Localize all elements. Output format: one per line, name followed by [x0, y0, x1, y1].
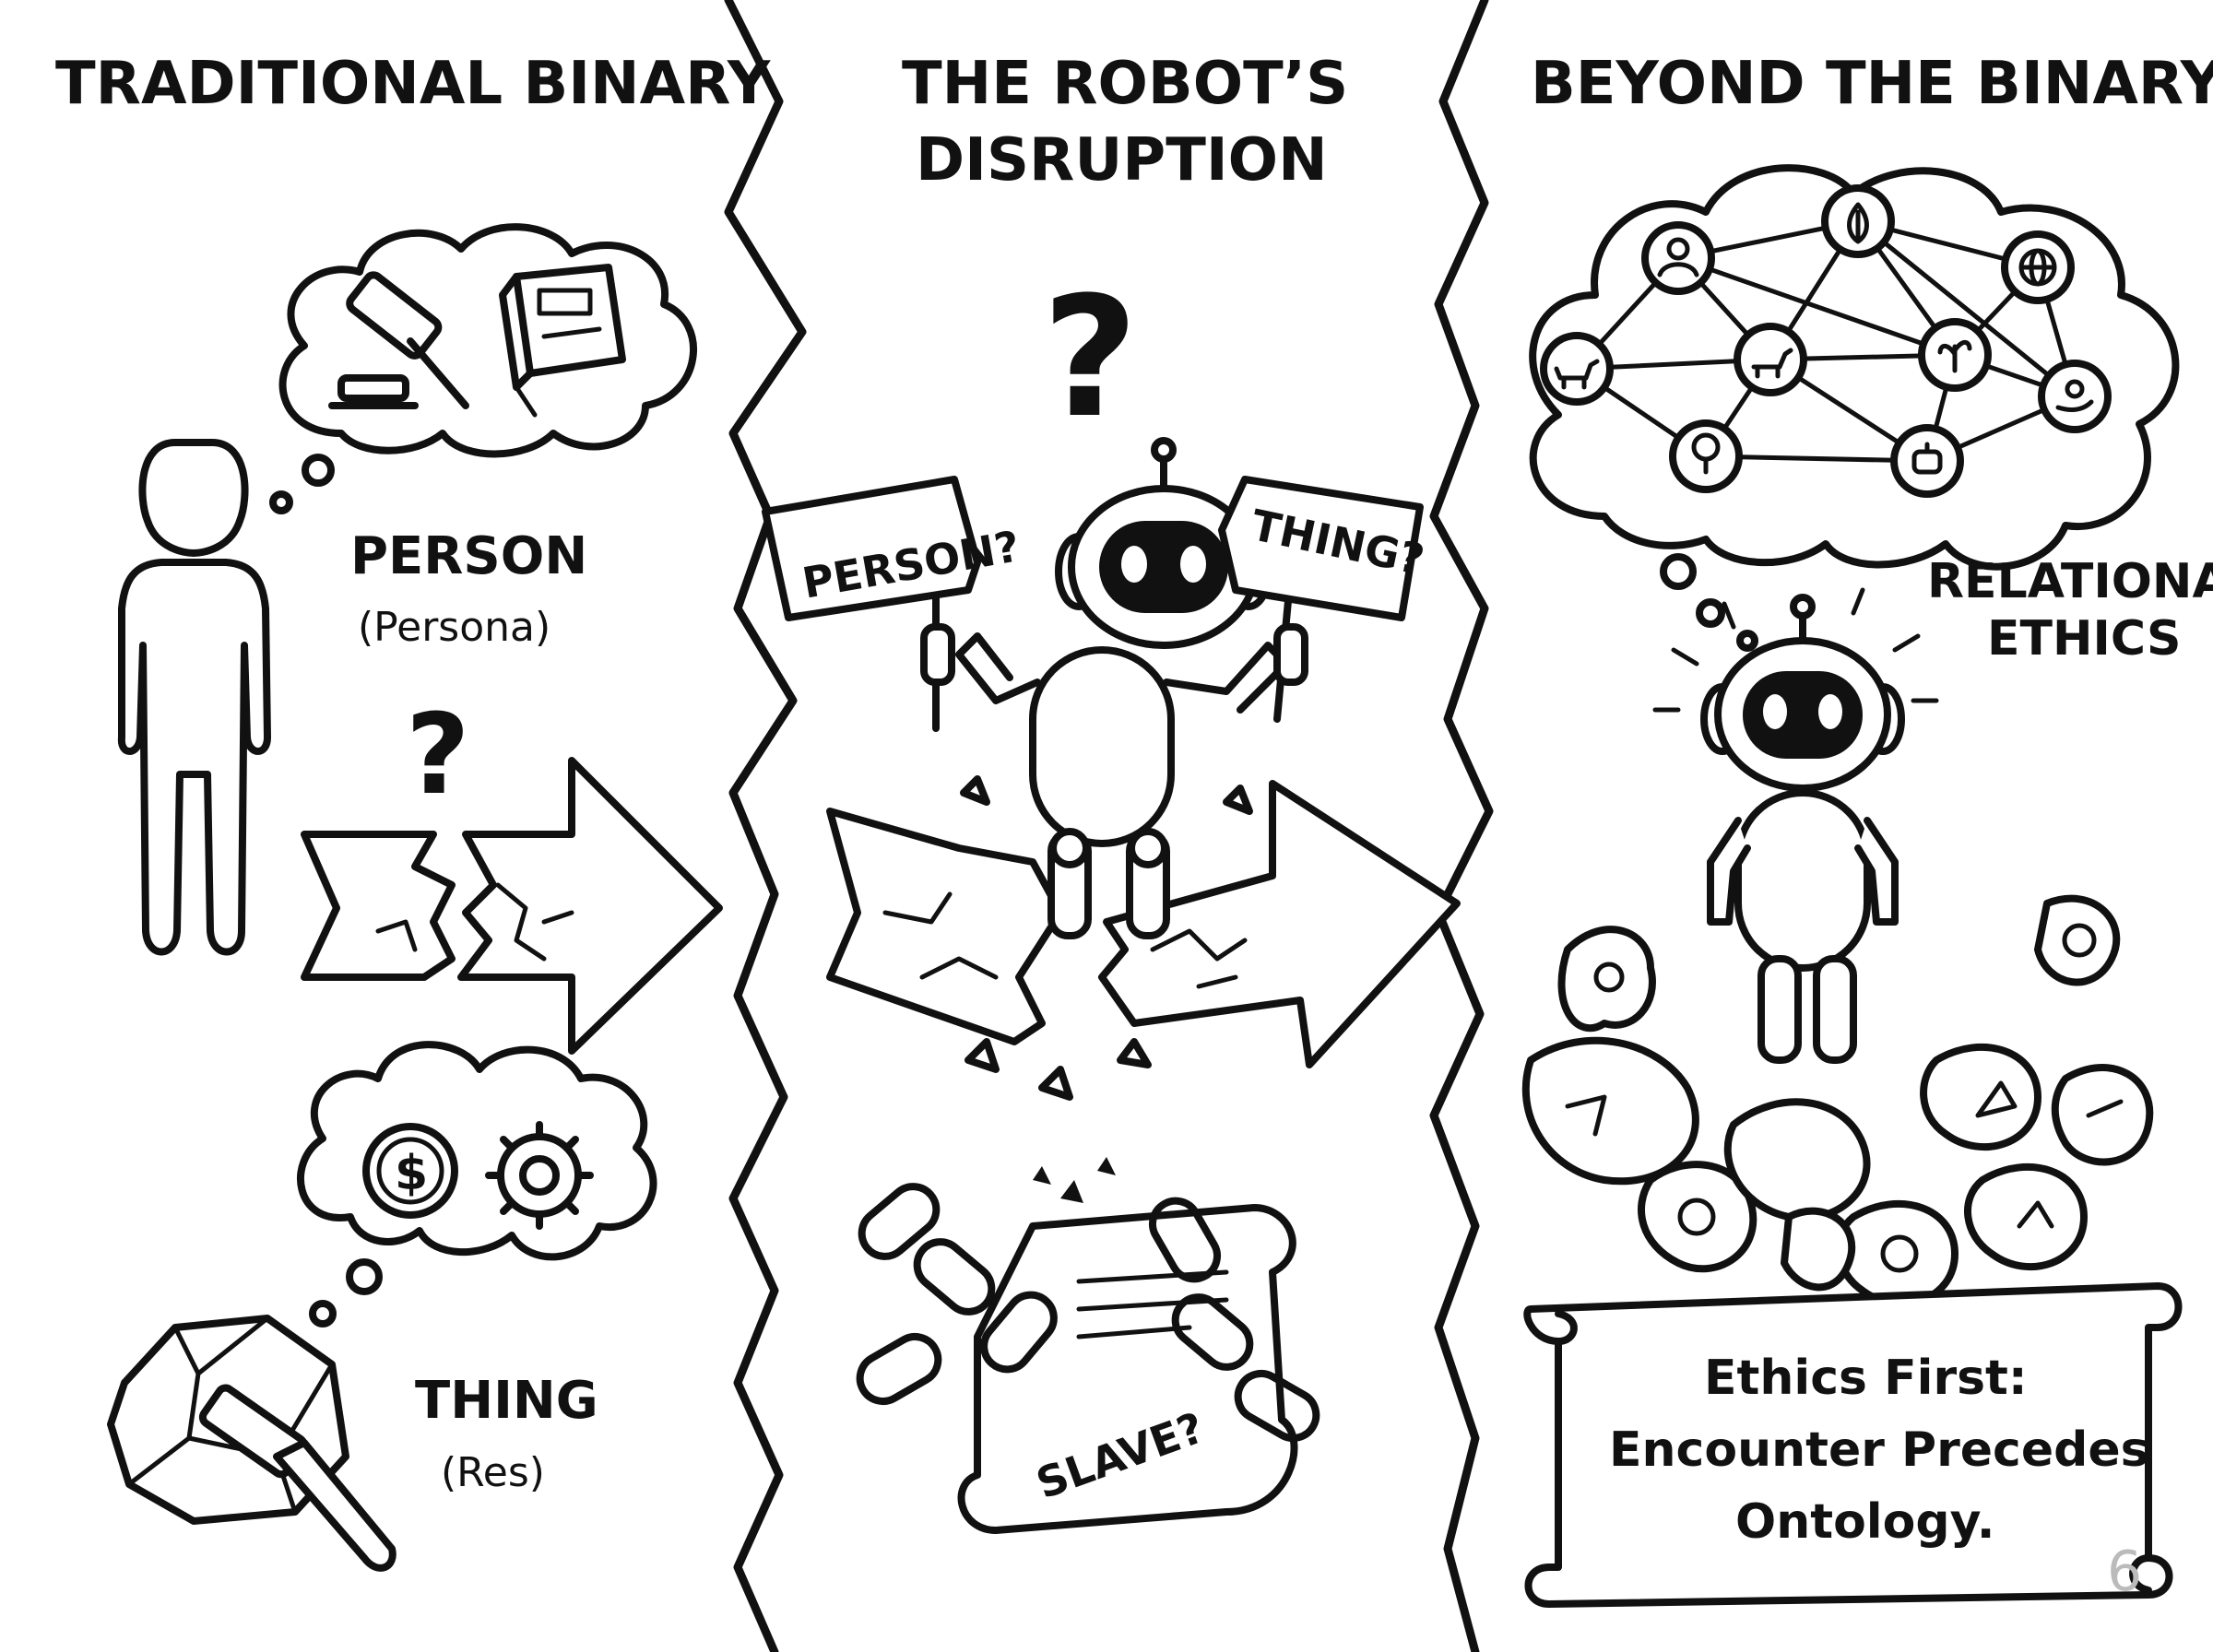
robot-head-icon: [1890, 424, 1964, 498]
plant-icon: [1918, 318, 1992, 392]
person-label: PERSON: [350, 526, 587, 586]
chain-left-icon: [856, 1183, 1058, 1405]
scroll-text-line2: Encounter Precedes: [1609, 1422, 2149, 1478]
scroll-text-line1: Ethics First:: [1704, 1351, 2028, 1406]
left-panel-title: TRADITIONAL BINARY: [55, 50, 771, 118]
hand-care-icon: [2038, 360, 2112, 433]
middle-panel-title-line1: THE ROBOT’S: [902, 50, 1348, 118]
sign-thing: THING?: [1218, 476, 1428, 723]
thought-bubble-small: [302, 454, 335, 487]
sign-person: PERSON?: [762, 476, 1024, 732]
interconnected-blobs: [1521, 894, 2154, 1308]
leaf-hands-icon: [1821, 184, 1895, 258]
left-question-mark: ?: [406, 691, 470, 820]
broken-chain-scroll: SLAVE?: [856, 1157, 1320, 1534]
chain-right-icon: [1149, 1197, 1320, 1442]
right-panel-title: BEYOND THE BINARY: [1531, 50, 2213, 118]
scroll-text-line3: Ontology.: [1735, 1494, 1994, 1550]
gavel-icon: [328, 271, 469, 409]
person-sub-label: (Persona): [358, 604, 550, 651]
calm-robot: [1652, 587, 1939, 1064]
middle-panel-title-line2: DISRUPTION: [916, 126, 1328, 195]
network-thought-cloud: [1529, 164, 2180, 571]
svg-text:$: $: [395, 1146, 428, 1201]
law-book-icon: [499, 264, 626, 418]
relational-label-line2: ETHICS: [1987, 611, 2181, 667]
coin-icon: $: [362, 1123, 458, 1219]
hammer-icon: [198, 1384, 396, 1572]
person-icon: [1641, 221, 1715, 295]
divider-left: [724, 0, 807, 1652]
animal-icon: [1734, 323, 1807, 396]
globe-icon: [2001, 230, 2075, 304]
dog-icon: [1540, 332, 1614, 406]
thing-label: THING: [415, 1371, 598, 1431]
corner-mark: 6: [2107, 1540, 2142, 1604]
thought-bubble-tiny: [269, 490, 293, 514]
divider-right: [1429, 0, 1494, 1652]
thing-sub-label: (Res): [441, 1449, 545, 1496]
human-body: [117, 559, 271, 956]
confused-robot: [955, 437, 1290, 939]
human-silhouette-icon: [138, 439, 249, 557]
middle-question-mark: ?: [1042, 262, 1138, 454]
thing-thought-cloud: $: [297, 1041, 657, 1261]
cracked-ground: [826, 775, 1461, 1101]
gear-icon: [485, 1121, 594, 1230]
relational-label-line1: RELATIONAL: [1927, 554, 2213, 609]
broken-arrow-left: [301, 757, 723, 1055]
law-thought-cloud: [278, 223, 698, 458]
ethics-scroll: Ethics First: Encounter Precedes Ontolog…: [1523, 1282, 2183, 1608]
tree-icon: [1669, 419, 1743, 493]
